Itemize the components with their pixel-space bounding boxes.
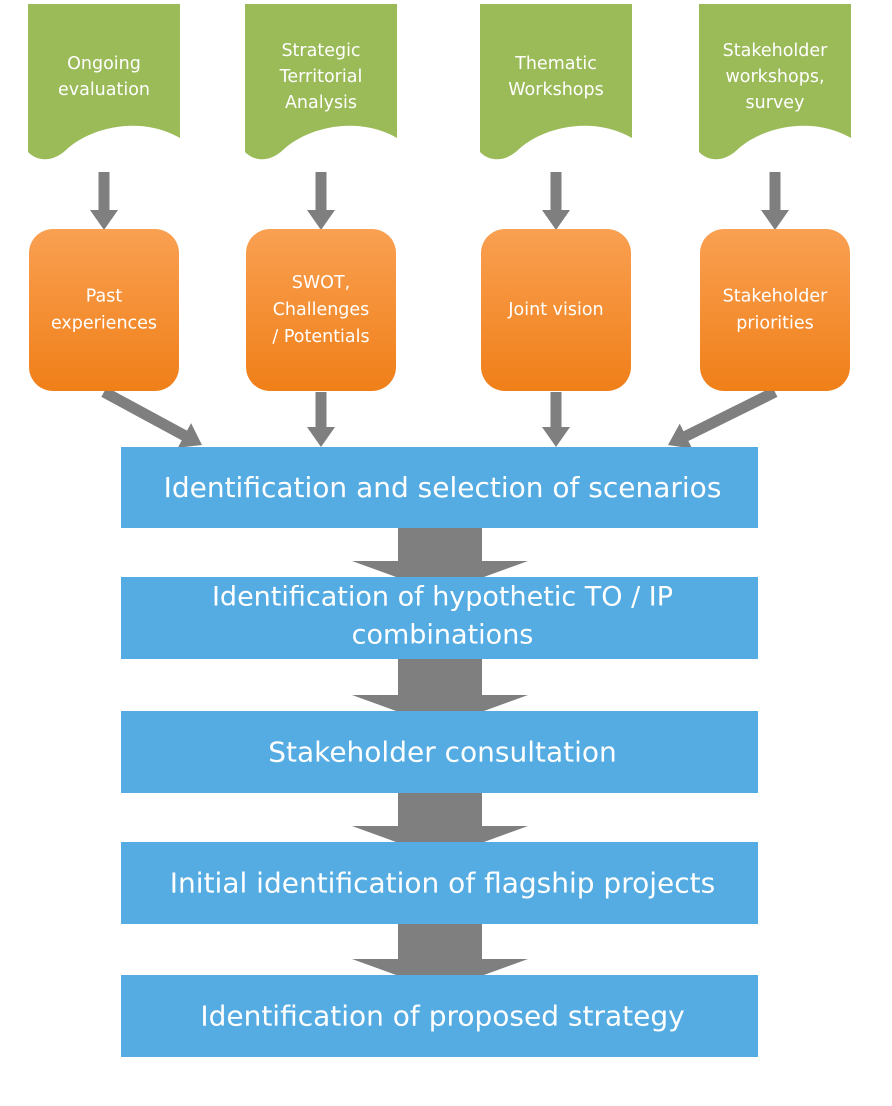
source-document-1: Ongoing evaluation — [28, 4, 180, 160]
input-box-shape — [246, 229, 396, 391]
source-to-input-arrow-3 — [542, 172, 570, 230]
process-step-label-line: Stakeholder consultation — [268, 736, 617, 769]
source-label-line: Ongoing — [67, 54, 141, 74]
step-flow-arrow-1 — [352, 526, 528, 593]
input-box-shape — [700, 229, 850, 391]
input-label-line: Joint vision — [507, 300, 603, 320]
input-label-line: priorities — [736, 314, 814, 334]
input-label-line: / Potentials — [272, 327, 369, 347]
source-label-line: Strategic — [281, 41, 360, 61]
process-step-box — [121, 447, 758, 528]
input-box-2: SWOT, Challenges / Potentials — [246, 229, 396, 391]
process-step-box — [121, 842, 758, 924]
process-step-label-line: Identification and selection of scenario… — [164, 471, 722, 504]
process-step-label-line: combinations — [352, 620, 534, 651]
process-step-3: Stakeholder consultation — [121, 711, 758, 793]
input-label-line: SWOT, — [292, 273, 350, 293]
process-step-box — [121, 711, 758, 793]
process-step-4: Initial identification of flagship proje… — [121, 842, 758, 924]
process-step-1: Identification and selection of scenario… — [121, 447, 758, 528]
input-box-shape — [481, 229, 631, 391]
process-step-label-line: Initial identification of flagship proje… — [170, 867, 715, 900]
process-step-box — [121, 975, 758, 1057]
source-documents: Ongoing evaluation StrategicTerritorialAna… — [28, 4, 851, 160]
source-label-line: Thematic — [514, 54, 597, 74]
source-label-line: Territorial — [279, 67, 363, 87]
process-step-label-line: Identification of proposed strategy — [200, 1000, 684, 1033]
step-flow-arrow-4 — [352, 922, 528, 991]
process-step-2: Identification of hypothetic TO / IP comb… — [121, 577, 758, 659]
input-label-line: Stakeholder — [723, 287, 829, 307]
source-label-line: evaluation — [58, 80, 150, 100]
source-label-line: Workshops — [508, 80, 603, 100]
source-to-input-arrow-1 — [90, 172, 118, 230]
process-step-label-line: Identification of hypothetic TO / IP — [212, 582, 673, 613]
source-document-shape — [245, 4, 397, 160]
process-steps: Identification and selection of scenario… — [121, 447, 758, 1057]
source-document-4: Stakeholder workshops, survey — [699, 4, 851, 160]
input-to-step-arrow-1 — [101, 387, 202, 448]
input-to-step-arrow-3 — [542, 392, 570, 447]
input-box-shape — [29, 229, 179, 391]
source-to-input-arrow-2 — [307, 172, 335, 230]
input-box-4: Stakeholder priorities — [700, 229, 850, 391]
input-label-line: experiences — [51, 314, 157, 334]
connector-arrows — [90, 172, 789, 449]
source-label-line: Stakeholder — [723, 41, 829, 61]
step-flow-arrow-3 — [352, 791, 528, 858]
input-to-step-arrow-4 — [668, 387, 778, 449]
process-step-box — [121, 577, 758, 659]
source-label-line: workshops, — [725, 67, 824, 87]
source-label-line: Analysis — [285, 93, 357, 113]
source-document-shape — [28, 4, 180, 160]
input-box-3: Joint vision — [481, 229, 631, 391]
input-label-line: Past — [86, 287, 123, 307]
source-to-input-arrow-4 — [761, 172, 789, 230]
source-label-line: survey — [746, 93, 805, 113]
input-boxes: Past experiences SWOT, Challenges / Potentia… — [29, 229, 850, 391]
input-label-line: Challenges — [273, 300, 370, 320]
input-box-1: Past experiences — [29, 229, 179, 391]
source-document-shape — [699, 4, 851, 160]
process-step-5: Identification of proposed strategy — [121, 975, 758, 1057]
step-flow-arrow-2 — [352, 657, 528, 727]
source-document-shape — [480, 4, 632, 160]
input-to-step-arrow-2 — [307, 392, 335, 447]
